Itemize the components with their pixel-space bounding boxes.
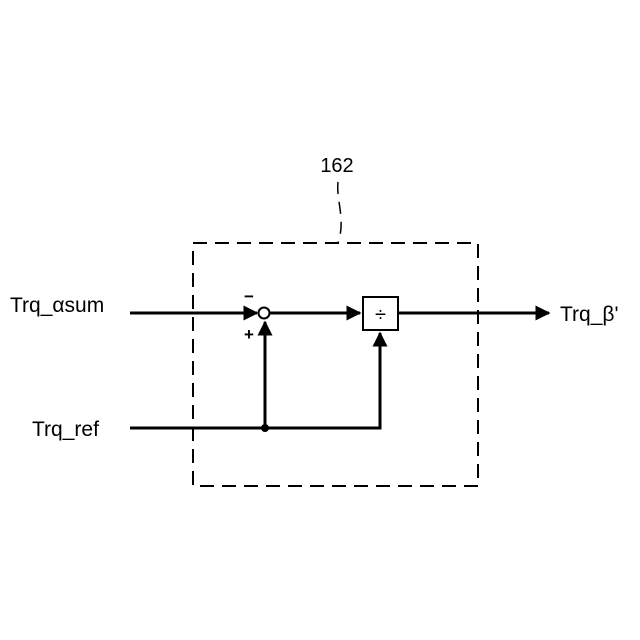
junction-plus-sign: +	[244, 325, 254, 344]
input-label-reference: Trq_ref	[32, 418, 99, 441]
input-label-alpha-sum: Trq_αsum	[10, 294, 104, 317]
output-label-beta: Trq_β'	[560, 303, 619, 326]
divider-operator-icon: ÷	[375, 304, 386, 326]
wire-reference-input	[130, 333, 380, 428]
reference-numeral: 162	[320, 155, 353, 177]
junction-minus-sign: −	[244, 287, 254, 306]
reference-leader-line	[338, 182, 341, 243]
summing-junction	[259, 308, 270, 319]
module-boundary-box	[193, 243, 478, 486]
